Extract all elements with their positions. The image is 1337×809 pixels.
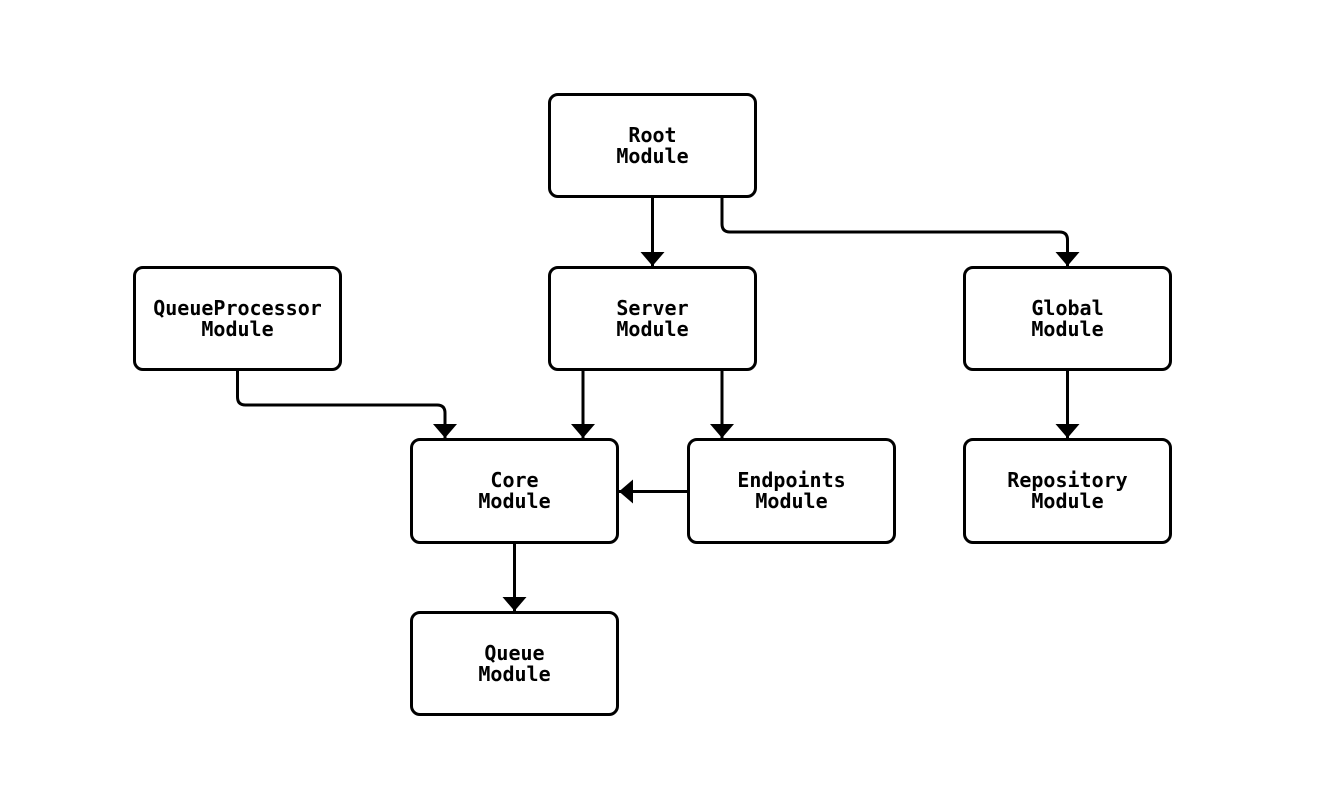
node-core-module: Core Module — [410, 438, 619, 544]
node-root-label-line1: Root — [628, 122, 677, 147]
node-server-label-line1: Server — [616, 295, 689, 320]
node-server-label-line2: Module — [616, 316, 689, 341]
node-root-label-line2: Module — [616, 143, 689, 168]
node-root-module: Root Module — [548, 93, 757, 198]
node-core-label-line1: Core — [490, 468, 539, 492]
node-queue-module: Queue Module — [410, 611, 619, 716]
node-repository-module: Repository Module — [963, 438, 1172, 544]
node-queueprocessor-module: QueueProcessor Module — [133, 266, 342, 371]
node-queueprocessor-label-line2: Module — [201, 316, 274, 341]
node-core-label-line2: Module — [478, 489, 551, 513]
node-endpoints-label-line2: Module — [755, 489, 828, 513]
node-global-label-line2: Module — [1031, 316, 1104, 341]
node-queue-label-line1: Queue — [484, 640, 545, 665]
edge-root-to-global — [720, 198, 1080, 266]
node-endpoints-module: Endpoints Module — [687, 438, 896, 544]
node-queue-label-line2: Module — [478, 661, 551, 686]
edge-queueprocessor-to-core — [236, 371, 457, 438]
node-repository-label-line1: Repository — [1007, 468, 1128, 492]
node-queueprocessor-label-line1: QueueProcessor — [153, 295, 322, 320]
node-repository-label-line2: Module — [1031, 489, 1104, 513]
node-endpoints-label-line1: Endpoints — [737, 468, 846, 492]
node-global-label-line1: Global — [1031, 295, 1104, 320]
node-server-module: Server Module — [548, 266, 757, 371]
node-global-module: Global Module — [963, 266, 1172, 371]
